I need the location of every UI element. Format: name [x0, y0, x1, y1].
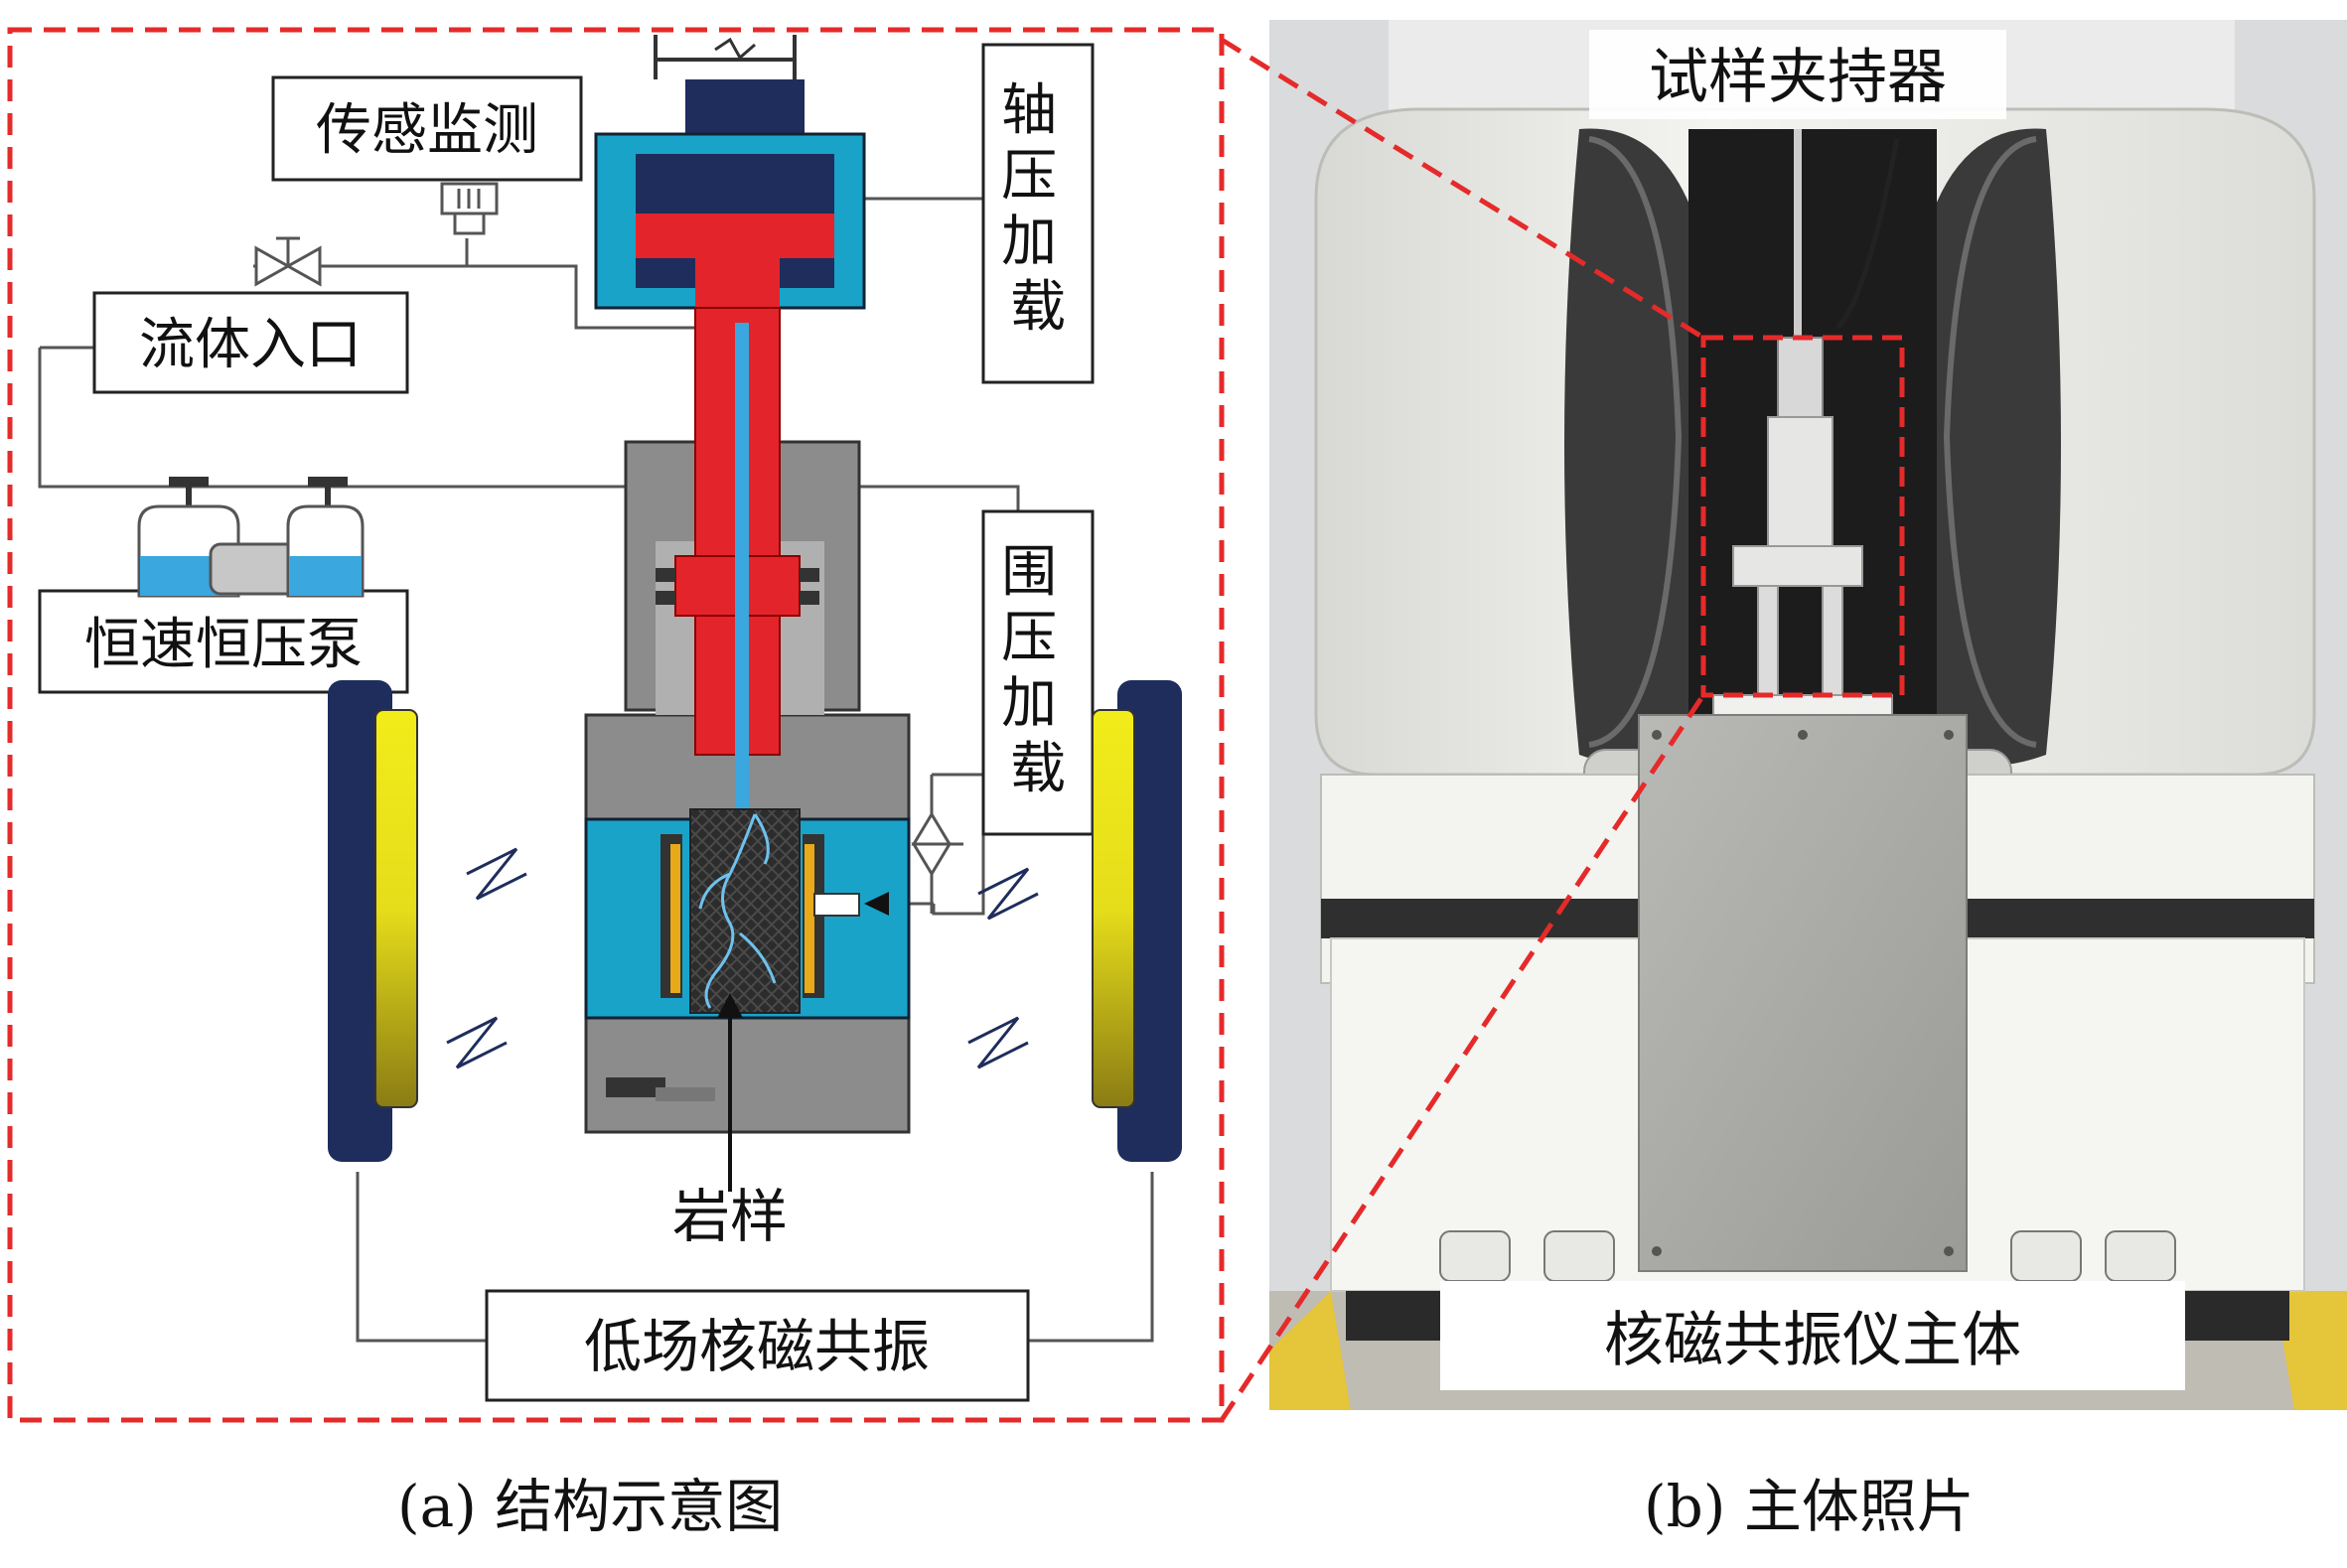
label-nmr-body: 核磁共振仪主体 — [1604, 1306, 2021, 1375]
valve-icon — [254, 236, 322, 287]
zoom-box — [1700, 335, 1905, 698]
label-sensor: 传感监测 — [316, 98, 538, 163]
zoom-connector-lines — [1219, 37, 1706, 1422]
label-box-pump: 恒速恒压泵 — [38, 589, 409, 694]
vchar: 轴 — [1001, 78, 1057, 143]
axial-piston-assembly — [594, 35, 866, 313]
label-box-confining-loading: 围 压 加 载 — [981, 509, 1095, 836]
vchar: 围 — [1001, 540, 1057, 605]
rock-sample — [689, 808, 801, 1192]
vchar: 压 — [1001, 606, 1057, 670]
photo-wheels — [1439, 1230, 2176, 1282]
pump-bottles — [137, 477, 365, 598]
label-nmr: 低场核磁共振 — [584, 1313, 930, 1380]
panel-b-photo: 试样夹持器 核磁共振仪主体 — [1269, 20, 2347, 1410]
label-axial-loading: 轴 压 加 载 — [1001, 78, 1075, 340]
vchar: 加 — [1001, 210, 1057, 274]
confining-port — [813, 892, 889, 917]
label-box-sensor: 传感监测 — [271, 75, 583, 182]
panel-a-dashed-frame — [7, 27, 1225, 1423]
panel-a-schematic: 传感监测 流体入口 恒速恒压泵 轴 压 加 载 围 压 加 载 — [7, 27, 1225, 1423]
caption-a: (a) 结构示意图 — [397, 1473, 784, 1540]
label-box-fluid-inlet: 流体入口 — [92, 291, 409, 394]
label-pump: 恒速恒压泵 — [84, 613, 363, 677]
label-fluid-inlet: 流体入口 — [139, 313, 362, 377]
magnetic-field-icon — [446, 847, 1039, 1069]
nmr-coil-right — [1092, 680, 1182, 1162]
caption-b: (b) 主体照片 — [1644, 1473, 1975, 1540]
valve-icon — [911, 773, 983, 914]
vchar: 压 — [1001, 144, 1057, 209]
label-confining-loading: 围 压 加 载 — [1001, 540, 1075, 801]
label-rock-sample: 岩样 — [672, 1183, 788, 1250]
label-box-axial-loading: 轴 压 加 载 — [981, 43, 1095, 384]
label-holder: 试样夹持器 — [1649, 43, 1947, 112]
vchar: 载 — [1010, 275, 1066, 340]
vchar: 加 — [1001, 671, 1057, 736]
label-box-nmr: 低场核磁共振 — [485, 1289, 1030, 1402]
nmr-coil-left — [328, 680, 418, 1162]
vchar: 载 — [1010, 737, 1066, 801]
sensor-fitting — [440, 182, 499, 235]
